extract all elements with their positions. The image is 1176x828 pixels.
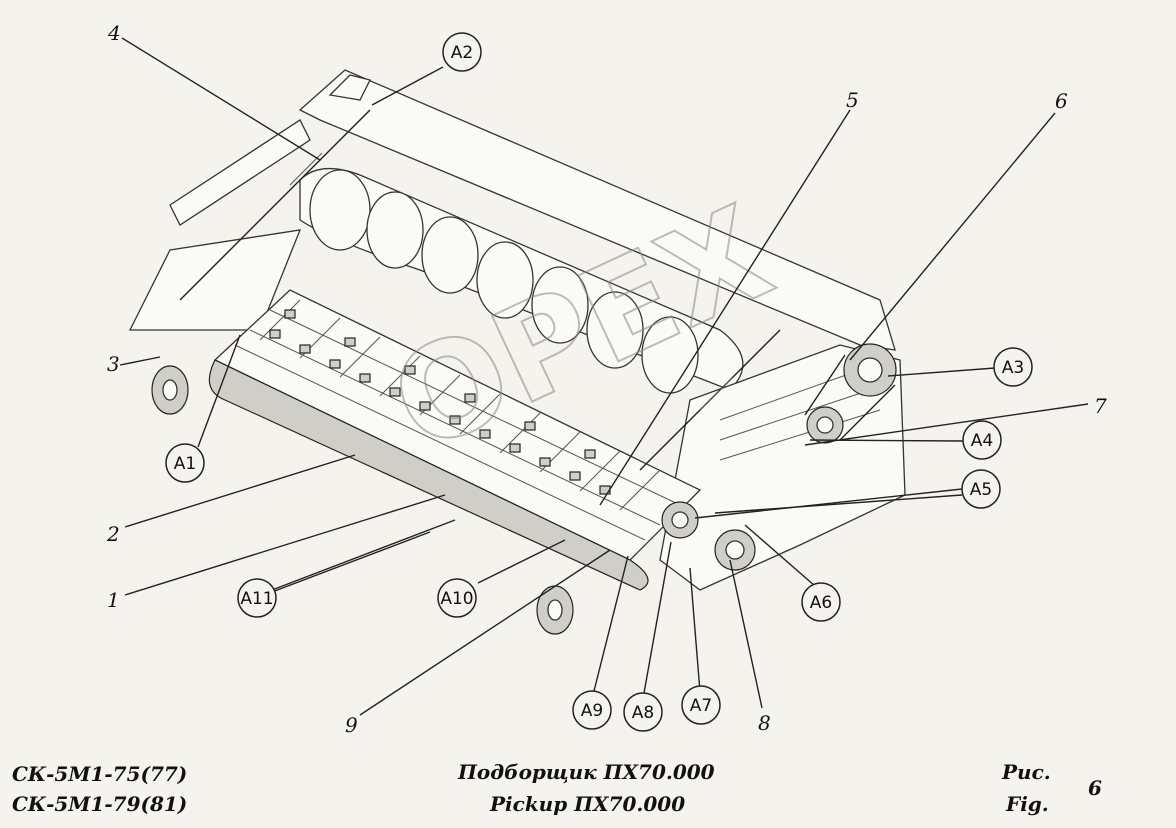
callout-a1: A1 xyxy=(165,443,205,483)
svg-text:A4: A4 xyxy=(971,431,993,451)
model-line-1: СК-5М1-75(77) xyxy=(12,762,188,786)
callout-1: 1 xyxy=(107,588,120,612)
callout-a11: A11 xyxy=(237,578,277,618)
title-en: Pickup ПХ70.000 xyxy=(490,792,686,816)
fig-label-ru: Рис. xyxy=(1002,760,1051,784)
callout-a3: A3 xyxy=(993,347,1033,387)
a-callouts: A2 A3 A4 A5 A1 A11 A10 A6 xyxy=(165,32,1033,732)
svg-text:A6: A6 xyxy=(810,593,832,613)
leader-lines xyxy=(119,37,1089,716)
callout-a7: A7 xyxy=(681,685,721,725)
callout-9: 9 xyxy=(345,713,358,737)
svg-text:A5: A5 xyxy=(970,480,992,500)
svg-text:A7: A7 xyxy=(690,696,712,716)
callout-a9: A9 xyxy=(572,690,612,730)
callout-8: 8 xyxy=(758,711,771,735)
svg-text:A8: A8 xyxy=(632,703,654,723)
svg-text:A10: A10 xyxy=(440,589,473,609)
svg-text:A1: A1 xyxy=(174,454,196,474)
svg-text:A2: A2 xyxy=(451,43,473,63)
callout-6: 6 xyxy=(1055,89,1068,113)
pickup-machine-illustration xyxy=(128,69,906,635)
callout-2: 2 xyxy=(106,522,120,546)
callout-a10: A10 xyxy=(437,578,477,618)
callout-a4: A4 xyxy=(962,420,1002,460)
callout-3: 3 xyxy=(107,352,120,376)
fig-label-en: Fig. xyxy=(1006,792,1049,816)
number-callouts: 4 5 6 3 7 2 1 9 8 xyxy=(106,21,1107,737)
fig-number: 6 xyxy=(1088,776,1102,800)
svg-text:A3: A3 xyxy=(1002,358,1024,378)
model-line-2: СК-5М1-79(81) xyxy=(12,792,188,816)
callout-a2: A2 xyxy=(442,32,482,72)
svg-text:A9: A9 xyxy=(581,701,603,721)
title-ru: Подборщик ПХ70.000 xyxy=(458,760,715,784)
pickup-assembly-drawing: ОРЕХ 4 5 6 3 7 2 1 9 8 xyxy=(106,21,1107,737)
callout-a6: A6 xyxy=(801,582,841,622)
callout-7: 7 xyxy=(1094,394,1107,418)
svg-text:A11: A11 xyxy=(240,589,273,609)
callout-4: 4 xyxy=(107,21,121,45)
callout-5: 5 xyxy=(846,88,859,112)
callout-a5: A5 xyxy=(961,469,1001,509)
callout-a8: A8 xyxy=(623,692,663,732)
